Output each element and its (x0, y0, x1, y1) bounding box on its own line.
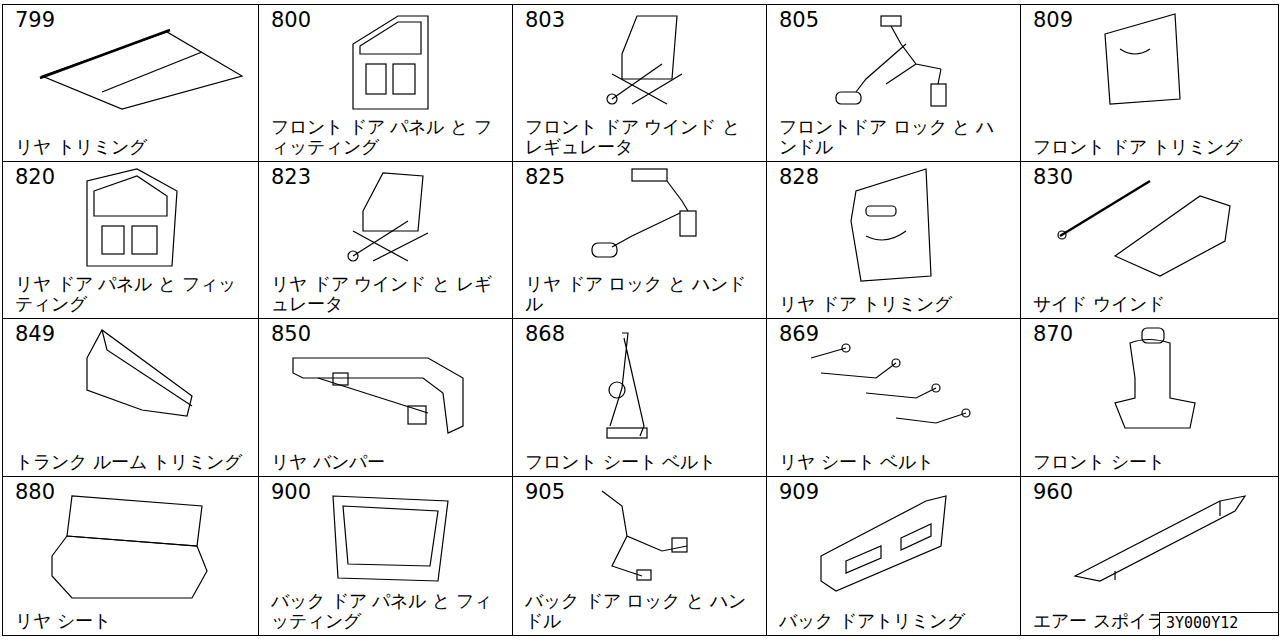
callout-number: 905 (525, 481, 565, 504)
callout-number: 960 (1033, 481, 1073, 504)
catalog-cell: 868 フロント シート ベルト (512, 318, 767, 477)
part-name: リヤ ドア ウインド と レギュレータ (271, 274, 503, 315)
catalog-cell: 880 リヤ シート (2, 476, 259, 636)
catalog-cell: 870 フロント シート (1020, 318, 1279, 477)
callout-number: 828 (779, 166, 819, 189)
part-name: フロント ドア ウインド と レギュレータ (525, 117, 757, 158)
callout-number: 800 (271, 9, 311, 32)
side-window-drawing (1058, 181, 1230, 276)
part-name: リヤ ドア トリミング (779, 294, 952, 315)
part-name: リヤ トリミング (15, 137, 147, 158)
catalog-cell: 849 トランク ルーム トリミング (2, 318, 259, 477)
rear-bumper-drawing (293, 358, 463, 433)
door-trim-drawing (1105, 14, 1180, 104)
callout-number: 823 (271, 166, 311, 189)
callout-number: 880 (15, 481, 55, 504)
part-name: バック ドア パネル と フィッティング (271, 591, 503, 632)
trunk-trim-drawing (87, 330, 192, 416)
part-name: バック ドアトリミング (779, 611, 965, 632)
catalog-cell: 909 バック ドアトリミング (766, 476, 1021, 636)
catalog-cell: 803 フロント ドア ウインド と レギュレータ (512, 4, 767, 162)
callout-number: 850 (271, 323, 311, 346)
part-name: リヤ シート (15, 611, 111, 632)
seat-belt-drawing (607, 333, 647, 438)
catalog-cell: 900 バック ドア パネル と フィッティング (258, 476, 513, 636)
catalog-cell: 850 リヤ バンパー (258, 318, 513, 477)
back-door-lock-drawing (602, 491, 687, 580)
callout-number: 849 (15, 323, 55, 346)
back-door-drawing (333, 496, 448, 581)
catalog-cell: 823 リヤ ドア ウインド と レギュレータ (258, 161, 513, 319)
window-regulator-drawing (607, 16, 682, 104)
callout-number: 809 (1033, 9, 1073, 32)
front-door-drawing (353, 16, 428, 109)
part-name: フロント ドア パネル と フィッティング (271, 117, 503, 158)
part-name: リヤ ドア パネル と フィッティング (15, 274, 249, 315)
callout-number: 825 (525, 166, 565, 189)
callout-number: 900 (271, 481, 311, 504)
catalog-cell: 905 バック ドア ロック と ハンドル (512, 476, 767, 636)
part-name: フロント シート ベルト (525, 452, 716, 473)
front-seat-drawing (1115, 328, 1195, 428)
catalog-cell: 825 リヤ ドア ロック と ハンドル (512, 161, 767, 319)
callout-number: 869 (779, 323, 819, 346)
air-spoiler-drawing (1075, 496, 1245, 581)
catalog-cell: 869 リヤ シート ベルト (766, 318, 1021, 477)
back-door-trim-drawing (821, 496, 946, 591)
diagram-code-box: 3Y000Y12 (1159, 612, 1279, 636)
callout-number: 799 (15, 9, 55, 32)
part-name: フロント ドア トリミング (1033, 137, 1242, 158)
diagram-code: 3Y000Y12 (1160, 613, 1278, 633)
part-name: フロントドア ロック と ハンドル (779, 117, 1011, 158)
catalog-cell: 830 サイド ウインド (1020, 161, 1279, 319)
rear-lock-handle-drawing (592, 169, 696, 257)
rear-door-trim-drawing (851, 169, 931, 281)
lock-handle-drawing (836, 16, 946, 106)
part-name: リヤ シート ベルト (779, 452, 934, 473)
part-name: リヤ バンパー (271, 452, 385, 473)
part-name: トランク ルーム トリミング (15, 452, 242, 473)
catalog-cell: 805 フロントドア ロック と ハンドル (766, 4, 1021, 162)
catalog-cell: 809 フロント ドア トリミング (1020, 4, 1279, 162)
callout-number: 909 (779, 481, 819, 504)
catalog-cell: 820 リヤ ドア パネル と フィッティング (2, 161, 259, 319)
callout-number: 805 (779, 9, 819, 32)
callout-number: 820 (15, 166, 55, 189)
rear-seat-belt-drawing (811, 344, 970, 423)
part-name: バック ドア ロック と ハンドル (525, 591, 757, 632)
rear-door-drawing (87, 169, 177, 266)
rear-seat-drawing (52, 496, 207, 598)
callout-number: 830 (1033, 166, 1073, 189)
catalog-cell: 800 フロント ドア パネル と フィッティング (258, 4, 513, 162)
part-name: リヤ ドア ロック と ハンドル (525, 274, 757, 315)
part-name: フロント シート (1033, 452, 1165, 473)
catalog-cell: 799 リヤ トリミング (2, 4, 259, 162)
rear-shelf-drawing (40, 30, 242, 109)
part-name: サイド ウインド (1033, 294, 1165, 315)
rear-window-regulator-drawing (348, 173, 428, 261)
callout-number: 868 (525, 323, 565, 346)
callout-number: 803 (525, 9, 565, 32)
catalog-cell: 828 リヤ ドア トリミング (766, 161, 1021, 319)
callout-number: 870 (1033, 323, 1073, 346)
